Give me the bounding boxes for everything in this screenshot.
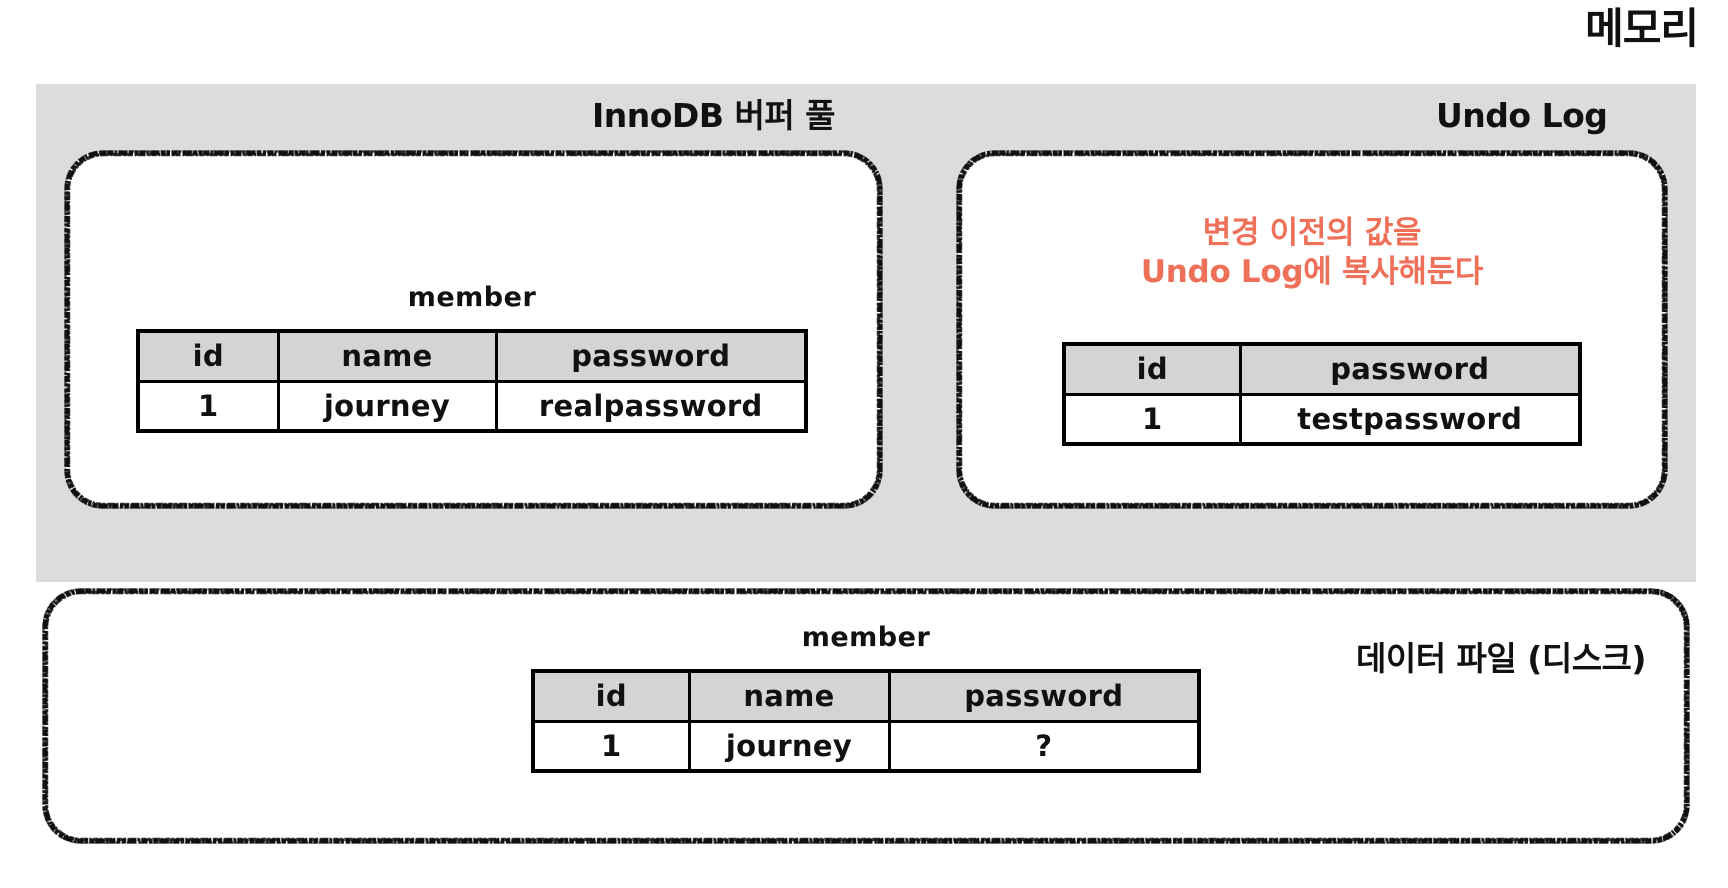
buffer-pool-box: member id name password 1 journey xyxy=(64,150,883,509)
cell-password: ? xyxy=(887,719,1201,773)
buffer-pool-table-caption: member xyxy=(407,282,537,313)
column-header-name: name xyxy=(276,329,498,383)
page-title: 메모리 xyxy=(1585,4,1699,53)
disk-table: id name password 1 journey ? xyxy=(531,669,1201,773)
disk-table-block: member id name password 1 journey ? xyxy=(44,622,1688,773)
disk-box: 데이터 파일 (디스크) member id name password 1 j… xyxy=(42,588,1690,844)
disk-table-caption: member xyxy=(801,622,931,653)
undo-log-table: id password 1 testpassword xyxy=(1062,342,1582,446)
sketch-border-icon xyxy=(956,150,1668,509)
undo-log-label: Undo Log xyxy=(1436,96,1608,135)
column-header-password: password xyxy=(887,669,1201,723)
table-header-row: id password xyxy=(1062,342,1582,396)
undo-log-box: 변경 이전의 값을 Undo Log에 복사해둔다 id password 1 xyxy=(956,150,1668,509)
buffer-pool-label: InnoDB 버퍼 풀 xyxy=(592,96,836,135)
cell-id: 1 xyxy=(531,719,691,773)
table-header-row: id name password xyxy=(136,329,808,383)
table-row: 1 journey realpassword xyxy=(136,379,808,433)
table-row: 1 journey ? xyxy=(531,719,1201,773)
undo-log-note: 변경 이전의 값을 Undo Log에 복사해둔다 xyxy=(958,214,1666,292)
cell-name: journey xyxy=(276,379,498,433)
cell-id: 1 xyxy=(136,379,280,433)
memory-region: InnoDB 버퍼 풀 Undo Log member id name pass… xyxy=(36,84,1696,582)
cell-password: testpassword xyxy=(1238,392,1582,446)
table-header-row: id name password xyxy=(531,669,1201,723)
undo-log-table-block: id password 1 testpassword xyxy=(968,342,1676,446)
table-row: 1 testpassword xyxy=(1062,392,1582,446)
column-header-password: password xyxy=(1238,342,1582,396)
undo-log-note-line1: 변경 이전의 값을 xyxy=(1202,215,1422,251)
undo-log-note-line2: Undo Log에 복사해둔다 xyxy=(1140,253,1484,290)
cell-password: realpassword xyxy=(494,379,808,433)
cell-id: 1 xyxy=(1062,392,1242,446)
column-header-name: name xyxy=(687,669,891,723)
column-header-password: password xyxy=(494,329,808,383)
column-header-id: id xyxy=(1062,342,1242,396)
column-header-id: id xyxy=(531,669,691,723)
disk-label: 데이터 파일 (디스크) xyxy=(1355,639,1647,678)
column-header-id: id xyxy=(136,329,280,383)
buffer-pool-table: id name password 1 journey realpassword xyxy=(136,329,808,433)
cell-name: journey xyxy=(687,719,891,773)
buffer-pool-table-block: member id name password 1 journey xyxy=(136,282,808,433)
